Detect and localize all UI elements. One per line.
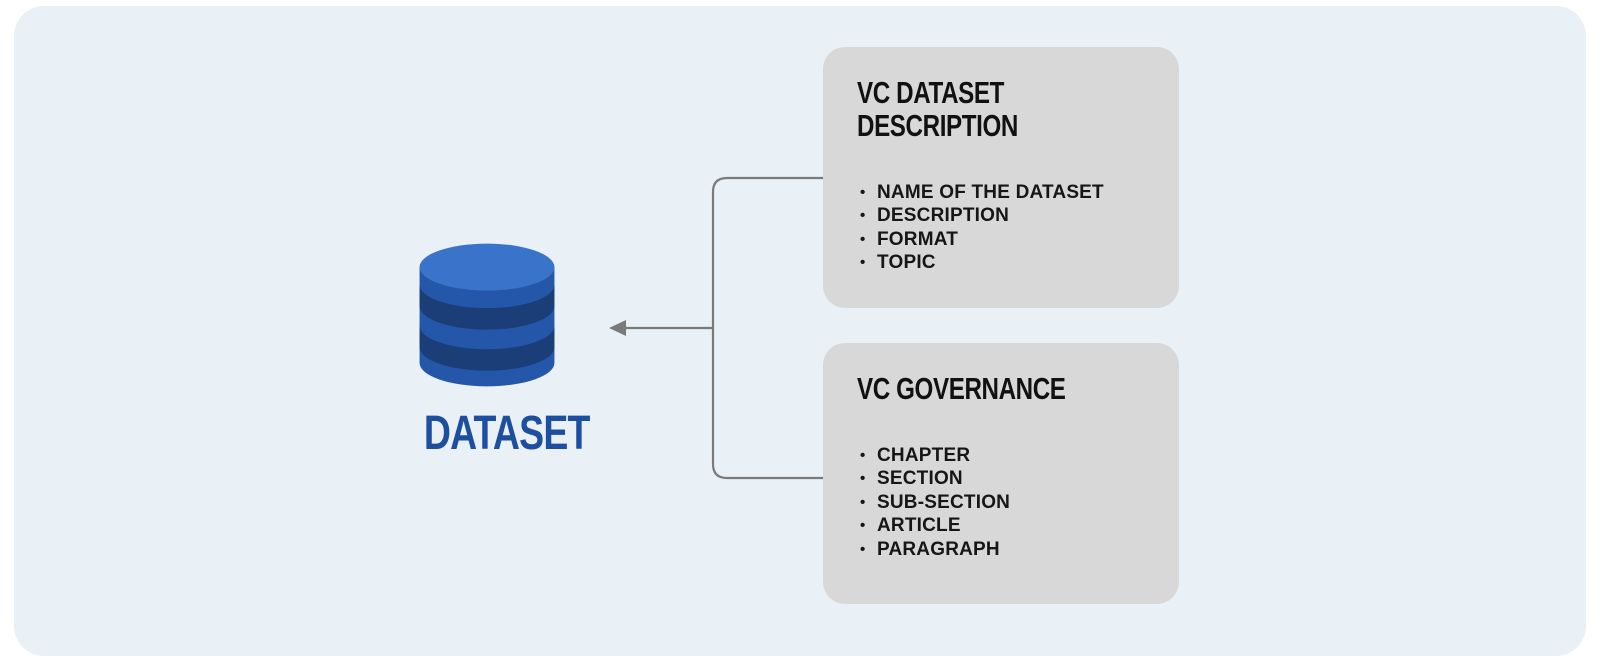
vc-dataset-description-box: VC DATASET DESCRIPTION NAME OF THE DATAS… [823,47,1179,308]
box-item-list: CHAPTER SECTION SUB-SECTION ARTICLE PARA… [857,444,1145,562]
database-icon [419,243,555,387]
list-item: TOPIC [857,251,1145,275]
list-item: NAME OF THE DATASET [857,181,1145,205]
diagram-panel-background [14,6,1586,656]
vc-governance-box: VC GOVERNANCE CHAPTER SECTION SUB-SECTIO… [823,343,1179,604]
dataset-label: DATASET [423,407,591,460]
box-title: VC DATASET DESCRIPTION [857,75,1018,143]
list-item: ARTICLE [857,514,1145,538]
list-item: DESCRIPTION [857,204,1145,228]
list-item: PARAGRAPH [857,538,1145,562]
list-item: SUB-SECTION [857,491,1145,515]
box-title: VC GOVERNANCE [857,371,1066,406]
list-item: SECTION [857,467,1145,491]
dataset-node: DATASET [406,228,591,461]
list-item: FORMAT [857,228,1145,252]
list-item: CHAPTER [857,444,1145,468]
box-item-list: NAME OF THE DATASET DESCRIPTION FORMAT T… [857,181,1145,275]
